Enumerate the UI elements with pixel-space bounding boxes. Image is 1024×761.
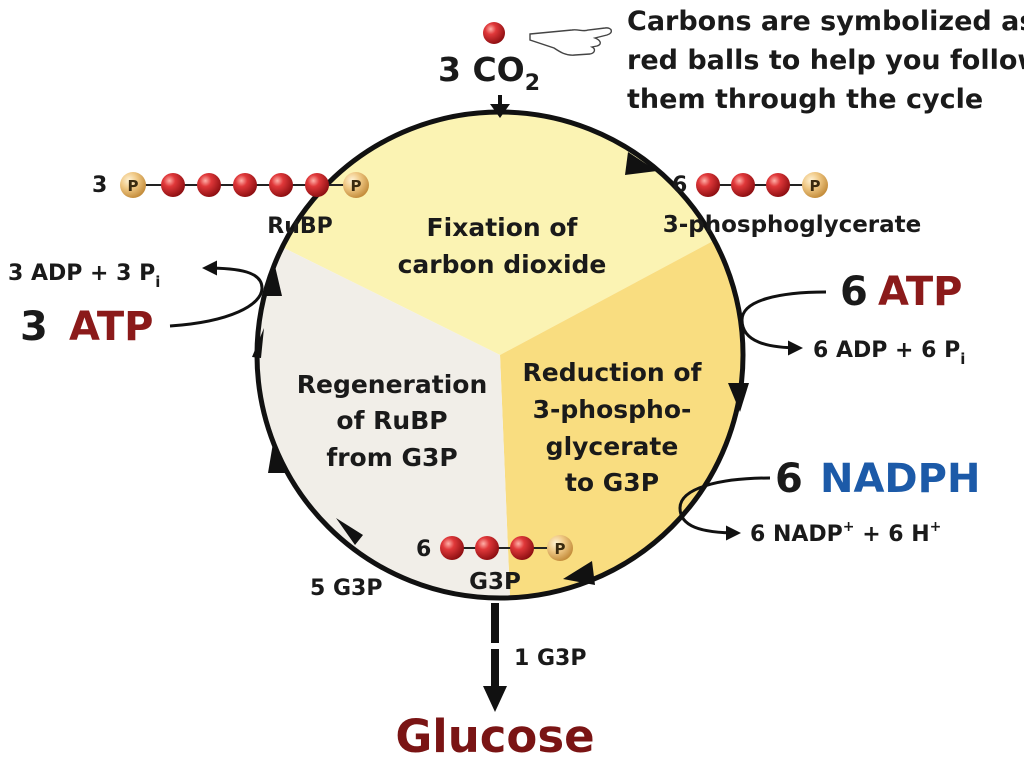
fixation-label: Fixation of carbon dioxide xyxy=(398,213,607,279)
rubp-phosphate-ball xyxy=(343,172,369,198)
g3p-name: G3P xyxy=(469,569,521,595)
rubp-phosphate-label: P xyxy=(128,177,139,195)
pga-name: 3-phosphoglycerate xyxy=(663,212,922,238)
atp-consumption-arrow xyxy=(740,290,827,356)
fixation-sector xyxy=(282,113,713,355)
pga-carbon-ball xyxy=(731,173,755,197)
rubp-carbon-ball xyxy=(269,173,293,197)
reduction-label-line: glycerate xyxy=(546,432,679,461)
ring-arrowhead xyxy=(268,443,286,473)
rubp-molecule: P P xyxy=(120,172,369,198)
pga-molecule: P xyxy=(696,172,828,198)
right-atp-label: ATP xyxy=(878,269,962,315)
g3p-carbon-ball xyxy=(510,536,534,560)
right-adp-pi-label: 6 ADP + 6 Pi xyxy=(813,338,965,368)
cycle-direction-arrows xyxy=(252,152,749,585)
reduction-label-line: Reduction of xyxy=(523,358,703,387)
fixation-label-line: carbon dioxide xyxy=(398,250,607,279)
nadph-coefficient: 6 xyxy=(775,456,803,502)
ring-arrowhead xyxy=(625,152,657,175)
ring-arrowhead xyxy=(336,518,363,545)
nadph-consumption-arrow xyxy=(678,476,771,541)
regeneration-label: Regeneration of RuBP from G3P xyxy=(297,370,488,472)
ring-arrowhead xyxy=(262,266,282,296)
g3p-carbon-ball xyxy=(475,536,499,560)
reduction-label: Reduction of 3-phospho- glycerate to G3P xyxy=(523,358,703,497)
left-adp-pi-label: 3 ADP + 3 Pi xyxy=(8,261,160,291)
rubp-carbon-ball xyxy=(161,173,185,197)
nadph-label: NADPH xyxy=(820,456,980,502)
ring-arrowhead xyxy=(252,328,264,358)
co2-label: 3 CO2 xyxy=(438,50,540,96)
exported-g3p-label: 1 G3P xyxy=(514,646,586,671)
regeneration-label-line: from G3P xyxy=(326,443,457,472)
ring-arrowhead xyxy=(728,383,749,412)
g3p-count: 6 xyxy=(416,537,431,562)
left-atp-label: ATP xyxy=(69,304,153,350)
glucose-label: Glucose xyxy=(395,710,594,761)
g3p-phosphate-ball xyxy=(547,535,573,561)
note-line-3: them through the cycle xyxy=(627,84,983,115)
regeneration-label-line: Regeneration xyxy=(297,370,488,399)
rubp-carbon-ball xyxy=(305,173,329,197)
rubp-name: RuBP xyxy=(267,214,333,239)
note-line-2: red balls to help you follow xyxy=(627,45,1024,76)
pga-count: 6 xyxy=(672,173,687,198)
note-line-1: Carbons are symbolized as xyxy=(627,6,1024,37)
g3p-carbon-ball xyxy=(440,536,464,560)
reduction-label-line: 3-phospho- xyxy=(533,395,692,424)
pga-phosphate-ball xyxy=(802,172,828,198)
g3p-molecule: P xyxy=(440,535,573,561)
rubp-carbon-ball xyxy=(233,173,257,197)
glucose-output-arrowhead xyxy=(483,686,507,712)
fixation-label-line: Fixation of xyxy=(427,213,579,242)
co2-carbon-ball xyxy=(483,22,505,44)
pga-carbon-ball xyxy=(696,173,720,197)
right-atp-coefficient: 6 xyxy=(840,269,868,315)
ring-arrowhead xyxy=(563,561,595,585)
nadp-h-label: 6 NADP+ + 6 H+ xyxy=(750,519,941,547)
atp-consumption-arrow xyxy=(169,260,264,328)
rubp-phosphate-ball xyxy=(120,172,146,198)
co2-entry-arrowhead xyxy=(490,104,510,118)
g3p-phosphate-label: P xyxy=(555,540,566,558)
left-atp-coefficient: 3 xyxy=(20,304,48,350)
recycled-g3p-label: 5 G3P xyxy=(310,576,382,601)
rubp-count: 3 xyxy=(92,173,107,198)
rubp-phosphate-label: P xyxy=(351,177,362,195)
regeneration-sector xyxy=(256,247,510,599)
pga-carbon-ball xyxy=(766,173,790,197)
rubp-carbon-ball xyxy=(197,173,221,197)
pga-phosphate-label: P xyxy=(810,177,821,195)
regeneration-label-line: of RuBP xyxy=(336,406,447,435)
pointing-hand-icon xyxy=(529,27,612,56)
reduction-label-line: to G3P xyxy=(565,468,659,497)
